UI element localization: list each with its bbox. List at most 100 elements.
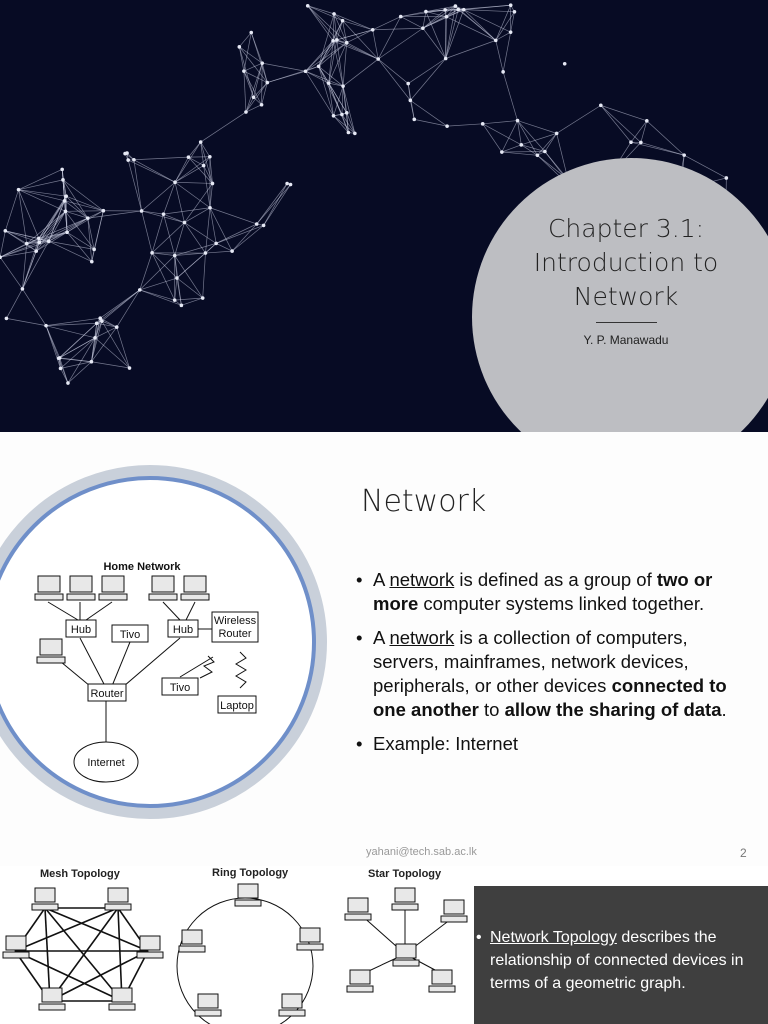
mesh-edge <box>87 210 142 219</box>
mesh-edge <box>188 156 213 184</box>
mesh-node <box>201 163 206 168</box>
mesh-edge <box>0 230 6 258</box>
mesh-edge <box>174 156 211 183</box>
mesh-node <box>724 176 729 180</box>
mesh-edge <box>341 114 356 134</box>
mesh-edge <box>65 210 104 212</box>
mesh-edge <box>422 5 456 29</box>
mesh-edge <box>152 252 175 256</box>
mesh-edge <box>377 58 411 101</box>
mesh-edge <box>544 133 557 152</box>
diagram-title: Home Network <box>103 561 181 573</box>
mesh-edge <box>342 20 379 60</box>
mesh-edge <box>445 9 465 59</box>
mesh-edge <box>238 46 245 72</box>
mesh-edge <box>35 211 66 252</box>
mesh-node <box>303 69 308 74</box>
mesh-edge <box>342 20 373 31</box>
mesh-edge <box>332 40 379 60</box>
mesh-edge <box>422 9 464 29</box>
tivo1-label: Tivo <box>120 629 140 641</box>
mesh-edge <box>133 159 176 183</box>
mesh-edge <box>46 322 97 327</box>
mesh-edge <box>151 222 185 254</box>
mesh-edge <box>333 13 373 31</box>
mesh-node <box>461 7 466 12</box>
mesh-edge <box>243 71 247 113</box>
footer-email: yahani@tech.sab.ac.lk <box>366 846 477 858</box>
mesh-edge <box>200 141 213 184</box>
mesh-edge <box>463 9 511 33</box>
mesh-node <box>543 149 547 154</box>
mesh-edge <box>446 5 456 17</box>
mesh-node <box>331 113 336 118</box>
mesh-edge <box>174 243 217 256</box>
mesh-node <box>554 131 559 136</box>
mesh-edge <box>455 5 496 41</box>
title-divider <box>596 322 657 323</box>
mesh-edge <box>163 213 185 223</box>
mesh-edge <box>346 29 373 43</box>
mesh-edge <box>5 230 27 244</box>
mesh-edge <box>245 63 263 113</box>
mesh-edge <box>332 40 344 87</box>
mesh-edge <box>333 13 343 21</box>
mesh-node <box>254 222 259 226</box>
router-label: Router <box>90 688 123 700</box>
mesh-edge <box>174 165 204 183</box>
author-name: Y. P. Manawadu <box>583 333 669 347</box>
page-number: 2 <box>740 846 747 860</box>
mesh-edge <box>263 184 291 226</box>
mesh-edge <box>205 250 233 254</box>
mesh-edge <box>501 151 538 156</box>
mesh-edge <box>243 32 252 72</box>
mesh-node <box>208 154 212 159</box>
mesh-edge <box>67 361 92 384</box>
mesh-edge <box>22 243 28 289</box>
mesh-node <box>398 14 403 19</box>
mesh-edge <box>202 253 206 299</box>
internet-label: Internet <box>87 757 124 769</box>
mesh-edge <box>521 144 545 152</box>
mesh-edge <box>305 70 329 84</box>
mesh-node <box>249 30 254 35</box>
mesh-edge <box>0 238 39 258</box>
mesh-edge <box>65 195 89 219</box>
mesh-node <box>288 182 293 187</box>
mesh-node <box>4 316 9 321</box>
mesh-node <box>46 239 51 244</box>
mesh-node <box>37 240 42 245</box>
mesh-edge <box>174 156 189 183</box>
mesh-edge <box>447 123 483 127</box>
mesh-node <box>260 61 265 65</box>
mesh-edge <box>425 5 456 12</box>
mesh-edge <box>261 82 268 105</box>
title-line-2: Introduction to <box>533 248 719 277</box>
mesh-edge <box>93 210 104 250</box>
mesh-edge <box>65 210 88 219</box>
mesh-edge <box>184 183 213 223</box>
mesh-edge <box>346 112 356 134</box>
mesh-edge <box>62 179 89 219</box>
network-link[interactable]: network <box>389 569 455 590</box>
mesh-edge <box>332 20 343 41</box>
mesh-edge <box>305 65 319 72</box>
mesh-edge <box>328 82 344 87</box>
mesh-edge <box>94 320 103 338</box>
mesh-edge <box>445 40 496 59</box>
network-link[interactable]: network <box>389 627 455 648</box>
laptop-label: Laptop <box>220 700 254 712</box>
mesh-node <box>424 9 428 14</box>
mesh-edge <box>203 165 211 208</box>
mesh-edge <box>100 317 117 328</box>
ring-topology-label: Ring Topology <box>212 867 289 879</box>
mesh-node <box>261 223 266 228</box>
mesh-edge <box>517 120 546 152</box>
network-topology-link[interactable]: Network Topology <box>490 929 617 946</box>
mesh-edge <box>216 223 257 244</box>
mesh-edge <box>510 11 515 33</box>
title-circle <box>472 158 768 432</box>
mesh-edge <box>517 120 538 156</box>
mesh-edge <box>318 66 329 84</box>
mesh-edge <box>372 27 423 31</box>
